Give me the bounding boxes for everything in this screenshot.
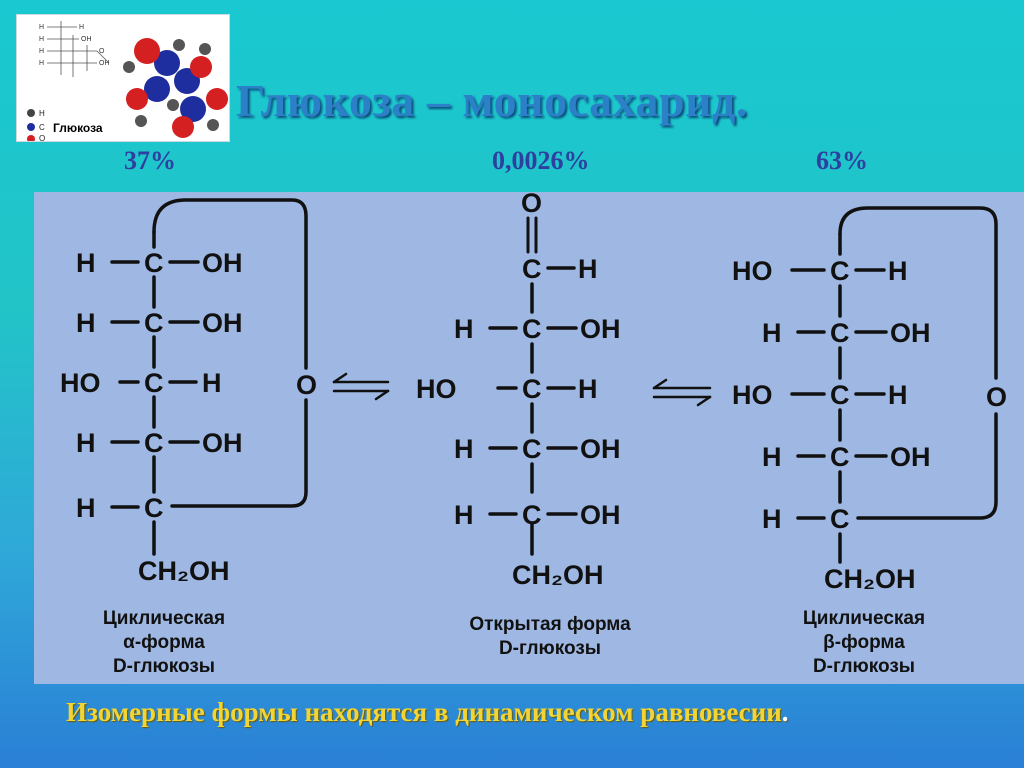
- alpha-row4-carbon: C: [144, 428, 164, 458]
- open-row4-left: H: [454, 500, 474, 530]
- alpha-caption-line2: α-форма: [123, 632, 205, 653]
- open-caption-line1: Открытая форма: [469, 614, 631, 635]
- alpha-ch2oh: CH₂OH: [138, 556, 230, 586]
- svg-text:H: H: [39, 24, 44, 31]
- alpha-caption-line1: Циклическая: [103, 608, 225, 629]
- svg-text:H: H: [39, 60, 44, 67]
- alpha-row1-right: OH: [202, 248, 243, 278]
- beta-form-percent: 63%: [816, 146, 868, 175]
- beta-caption-line3: D-глюкозы: [813, 656, 915, 677]
- open-row2-right: H: [578, 374, 598, 404]
- alpha-row1-carbon: C: [144, 248, 164, 278]
- beta-row1-right: H: [888, 256, 908, 286]
- svg-text:H: H: [39, 36, 44, 43]
- beta-row4-right: OH: [890, 442, 931, 472]
- alpha-row2-right: OH: [202, 308, 243, 338]
- beta-ring-oxygen: O: [986, 382, 1007, 412]
- svg-text:H: H: [39, 48, 44, 55]
- alpha-row3-carbon: C: [144, 368, 164, 398]
- footer-dot: .: [781, 697, 789, 727]
- beta-row4-left: H: [762, 442, 782, 472]
- beta-row3-right: H: [888, 380, 908, 410]
- beta-row1-carbon: C: [830, 256, 850, 286]
- alpha-row4-left: H: [76, 428, 96, 458]
- open-row3-right: OH: [580, 434, 621, 464]
- alpha-row2-carbon: C: [144, 308, 164, 338]
- open-aldehyde-carbon: C: [522, 254, 542, 284]
- open-row1-carbon: C: [522, 314, 542, 344]
- beta-row5-carbon: C: [830, 504, 850, 534]
- legend-o: O: [39, 134, 45, 141]
- glucose-structures: H C OH H C OH HO C H H C OH H C O CH₂OH …: [60, 192, 1007, 677]
- open-caption-line2: D-глюкозы: [499, 638, 601, 659]
- alpha-row2-left: H: [76, 308, 96, 338]
- open-ch2oh: CH₂OH: [512, 560, 604, 590]
- open-row3-left: H: [454, 434, 474, 464]
- legend-c: C: [39, 123, 45, 132]
- svg-text:OH: OH: [81, 36, 92, 43]
- beta-caption-line2: β-форма: [823, 632, 905, 653]
- alpha-row5-left: H: [76, 493, 96, 523]
- alpha-form-percent: 37%: [124, 146, 176, 175]
- beta-caption-line1: Циклическая: [803, 608, 925, 629]
- svg-text:OH: OH: [99, 60, 110, 67]
- alpha-row1-left: H: [76, 248, 96, 278]
- open-row2-carbon: C: [522, 374, 542, 404]
- legend-h: H: [39, 109, 45, 118]
- beta-row2-right: OH: [890, 318, 931, 348]
- beta-row3-carbon: C: [830, 380, 850, 410]
- slide-title: Глюкоза – моносахарид.: [236, 75, 748, 126]
- beta-row5-left: H: [762, 504, 782, 534]
- open-row3-carbon: C: [522, 434, 542, 464]
- structures-panel: H C OH H C OH HO C H H C OH H C O CH₂OH …: [34, 192, 1024, 684]
- beta-row2-carbon: C: [830, 318, 850, 348]
- open-carbonyl-oxygen: O: [521, 192, 542, 218]
- beta-row1-left: HO: [732, 256, 773, 286]
- beta-row3-left: HO: [732, 380, 773, 410]
- beta-row4-carbon: C: [830, 442, 850, 472]
- open-aldehyde-h: H: [578, 254, 598, 284]
- thumbnail-caption: Глюкоза: [53, 121, 103, 135]
- open-row2-left: HO: [416, 374, 457, 404]
- svg-text:H: H: [79, 24, 84, 31]
- open-row4-right: OH: [580, 500, 621, 530]
- open-row1-right: OH: [580, 314, 621, 344]
- slide-footer: Изомерные формы находятся в динамическом…: [66, 697, 789, 728]
- alpha-caption-line3: D-глюкозы: [113, 656, 215, 677]
- alpha-row5-carbon: C: [144, 493, 164, 523]
- beta-row2-left: H: [762, 318, 782, 348]
- alpha-row3-left: HO: [60, 368, 101, 398]
- footer-text: Изомерные формы находятся в динамическом…: [66, 697, 782, 727]
- open-row1-left: H: [454, 314, 474, 344]
- svg-text:O: O: [99, 48, 105, 55]
- beta-ch2oh: CH₂OH: [824, 564, 916, 594]
- alpha-ring-oxygen: O: [296, 370, 317, 400]
- alpha-row4-right: OH: [202, 428, 243, 458]
- open-row4-carbon: C: [522, 500, 542, 530]
- alpha-row3-right: H: [202, 368, 222, 398]
- open-form-percent: 0,0026%: [492, 146, 590, 175]
